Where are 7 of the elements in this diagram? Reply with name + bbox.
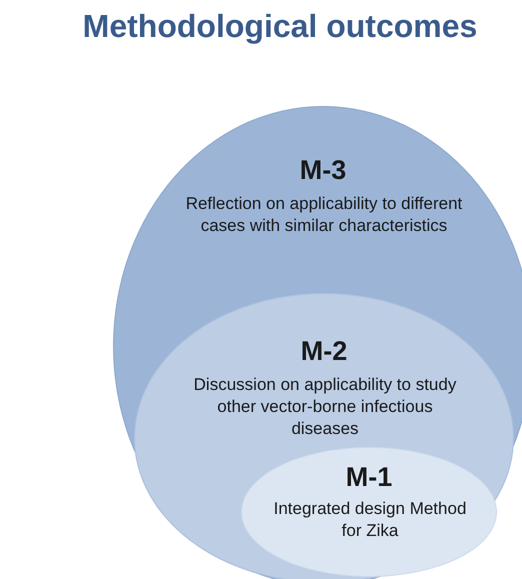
outcome-code: M-2 xyxy=(300,336,348,367)
diagram-title: Methodological outcomes xyxy=(82,8,478,45)
outcome-description: Reflection on applicability to different cases with similar characteristics xyxy=(184,193,464,237)
outcome-code: M-1 xyxy=(346,462,392,493)
outcome-code: M-3 xyxy=(300,155,346,186)
outcome-description: Integrated design Method for Zika xyxy=(272,498,468,542)
outcome-description: Discussion on applicability to study other vector-borne infectious diseases xyxy=(192,374,458,440)
